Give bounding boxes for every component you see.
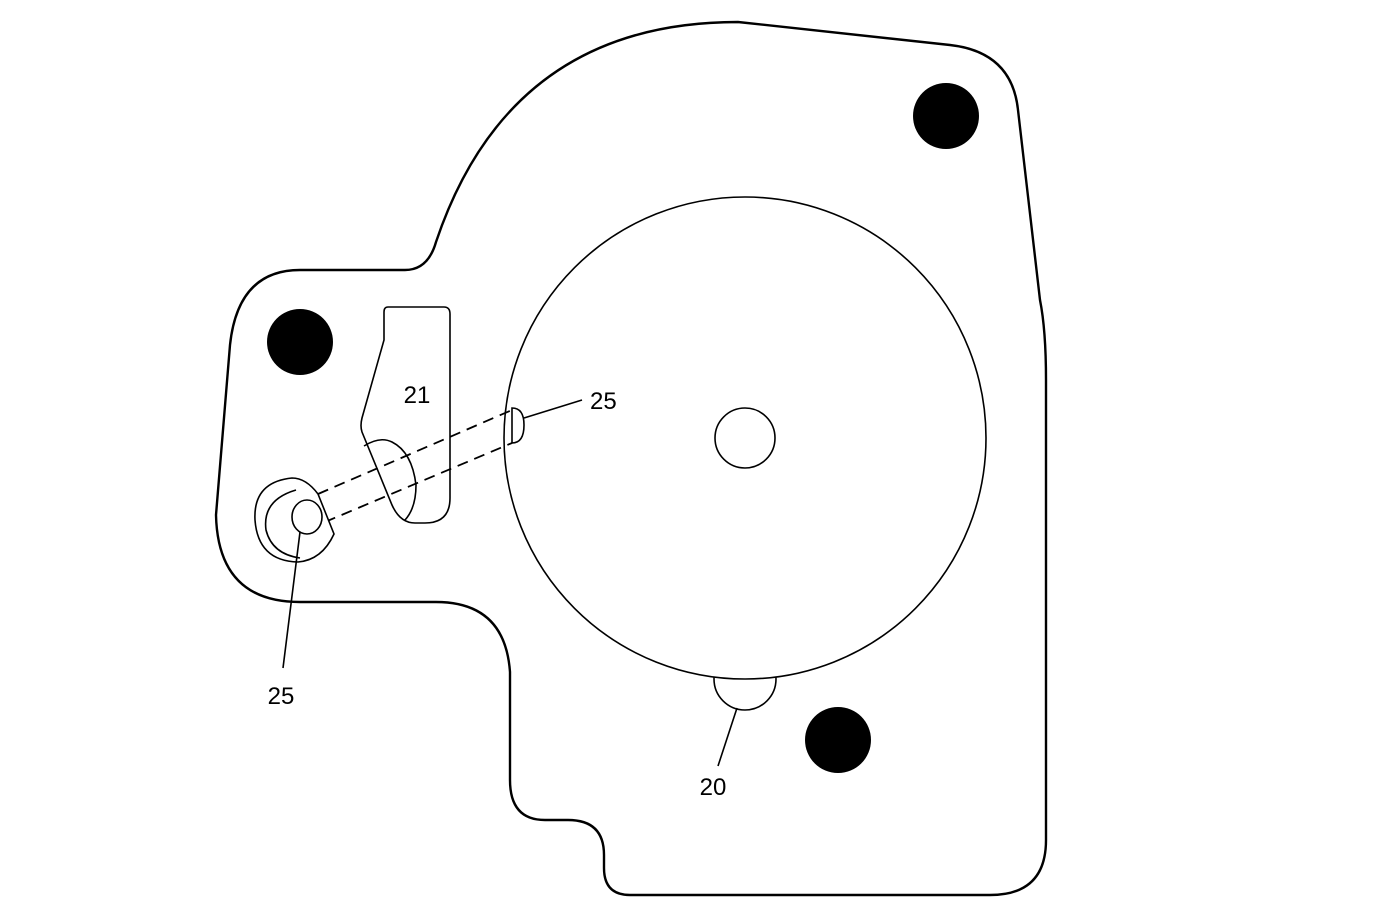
callout-25-upper: 25 <box>590 388 617 415</box>
mounting-hole-left <box>267 309 333 375</box>
callout-25-lower: 25 <box>268 683 295 710</box>
slot-21-arc <box>363 438 417 521</box>
mounting-hole-top-right <box>913 83 979 149</box>
shaft-hole <box>714 407 776 469</box>
mounting-hole-bottom <box>805 707 871 773</box>
hidden-passage-line-bottom <box>324 442 513 523</box>
passage-end-upper <box>511 407 525 444</box>
counterbore-inner-arc <box>264 489 301 559</box>
leader-25-lower <box>282 531 301 669</box>
leader-20 <box>717 707 738 767</box>
callout-20: 20 <box>700 774 727 801</box>
passage-end-lower <box>291 499 323 535</box>
slot-21 <box>360 306 451 524</box>
leader-25-upper <box>523 399 583 419</box>
callout-21: 21 <box>404 382 431 409</box>
